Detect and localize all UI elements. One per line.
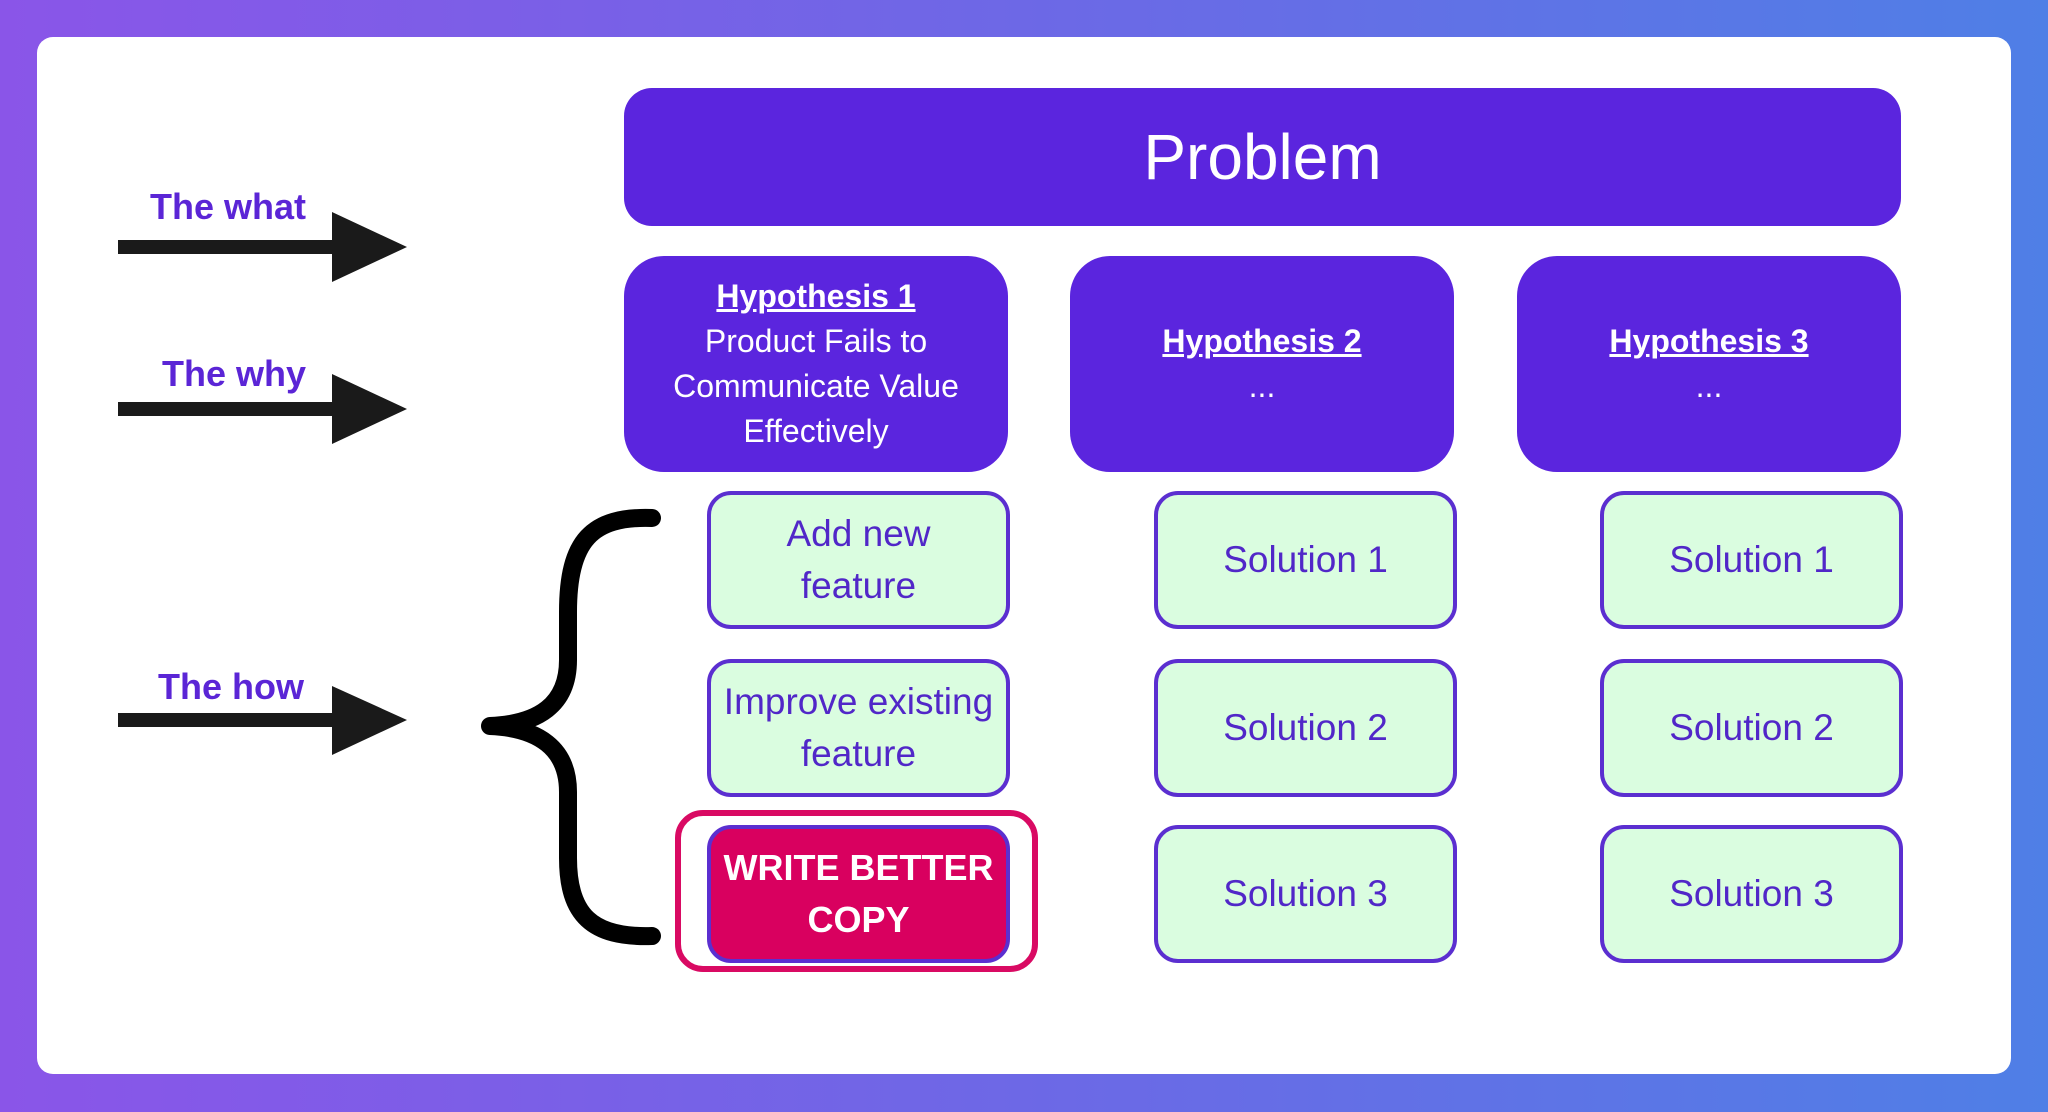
hypothesis-title: Hypothesis 3 bbox=[1609, 323, 1809, 359]
solution-label: Improve existing feature bbox=[723, 681, 994, 774]
arrow-right-icon bbox=[118, 686, 407, 755]
solution-label: Solution 1 bbox=[1669, 539, 1834, 580]
hypothesis-1-box: Hypothesis 1 Product Fails to Communicat… bbox=[624, 256, 1008, 472]
solution-label: Solution 3 bbox=[1223, 873, 1388, 914]
highlighted-solution-box: WRITE BETTER COPY bbox=[707, 825, 1010, 963]
solution-label: Solution 1 bbox=[1223, 539, 1388, 580]
highlight-ring bbox=[675, 810, 1038, 972]
hypothesis-title: Hypothesis 2 bbox=[1162, 323, 1362, 359]
solution-box: Solution 1 bbox=[1154, 491, 1457, 629]
curly-brace-icon bbox=[481, 508, 661, 946]
solution-label: Solution 3 bbox=[1669, 873, 1834, 914]
problem-box: Problem bbox=[624, 88, 1901, 226]
solution-box: Solution 2 bbox=[1600, 659, 1903, 797]
solution-label: WRITE BETTER COPY bbox=[723, 847, 994, 940]
solution-box: Add new feature bbox=[707, 491, 1010, 629]
hypothesis-description: ... bbox=[1248, 368, 1276, 404]
label-the-how: The how bbox=[158, 666, 304, 707]
hypothesis-description: Product Fails to Communicate Value Effec… bbox=[673, 323, 959, 449]
solution-box: Solution 3 bbox=[1600, 825, 1903, 963]
solution-box: Solution 3 bbox=[1154, 825, 1457, 963]
hypothesis-3-box: Hypothesis 3 ... bbox=[1517, 256, 1901, 472]
solution-box: Improve existing feature bbox=[707, 659, 1010, 797]
label-the-what: The what bbox=[150, 186, 307, 227]
solution-box: Solution 1 bbox=[1600, 491, 1903, 629]
solution-label: Add new feature bbox=[786, 513, 931, 606]
solution-box: Solution 2 bbox=[1154, 659, 1457, 797]
hypothesis-description: ... bbox=[1695, 368, 1723, 404]
label-the-why: The why bbox=[162, 353, 307, 394]
arrow-right-icon bbox=[118, 374, 407, 444]
solution-label: Solution 2 bbox=[1223, 707, 1388, 748]
solution-label: Solution 2 bbox=[1669, 707, 1834, 748]
arrow-right-icon bbox=[118, 212, 407, 282]
hypothesis-2-box: Hypothesis 2 ... bbox=[1070, 256, 1454, 472]
hypothesis-title: Hypothesis 1 bbox=[716, 278, 916, 314]
